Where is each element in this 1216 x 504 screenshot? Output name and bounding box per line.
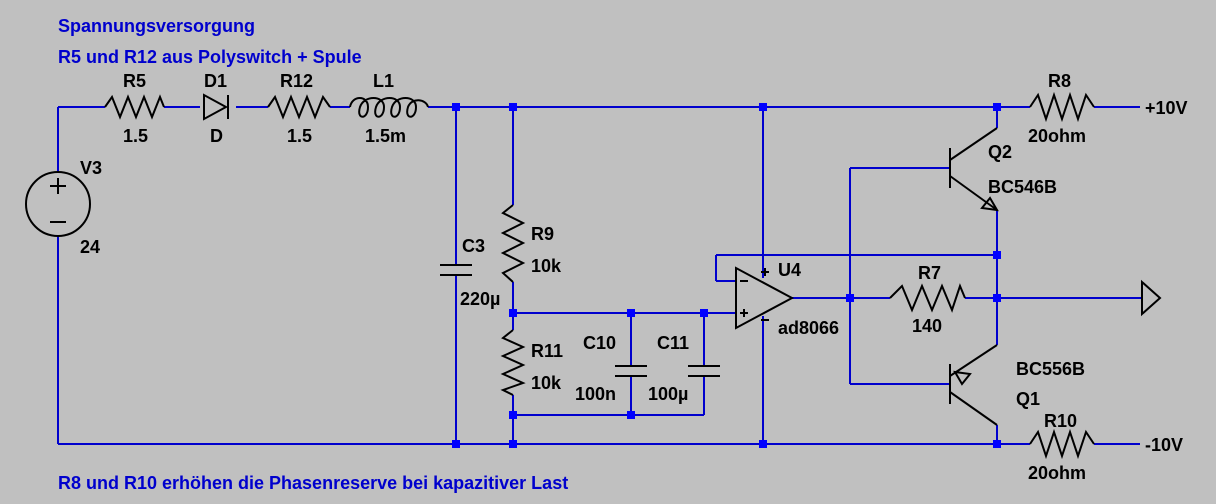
- junction: [509, 440, 517, 448]
- junction: [509, 103, 517, 111]
- d1-name: D1: [204, 71, 227, 91]
- r11-name: R11: [531, 341, 563, 361]
- u4-opamp-symbol[interactable]: [735, 266, 795, 330]
- title-note: Spannungsversorgung: [58, 16, 255, 36]
- junction: [452, 440, 460, 448]
- r8-name: R8: [1048, 71, 1071, 91]
- junction: [509, 309, 517, 317]
- r9-resistor-symbol[interactable]: [500, 204, 526, 283]
- v3-name: V3: [80, 158, 102, 178]
- r8-resistor-symbol[interactable]: [1029, 91, 1095, 123]
- r7-value: 140: [912, 316, 942, 336]
- q2-npn-transistor-symbol[interactable]: [949, 127, 999, 212]
- subtitle-note: R5 und R12 aus Polyswitch + Spule: [58, 47, 362, 67]
- q1-name: Q1: [1016, 389, 1040, 409]
- r5-value: 1.5: [123, 126, 148, 146]
- junction: [846, 294, 854, 302]
- net-label-neg: -10V: [1145, 435, 1183, 455]
- r9-name: R9: [531, 224, 554, 244]
- wires: [57, 106, 1142, 445]
- junction: [993, 440, 1001, 448]
- r12-value: 1.5: [287, 126, 312, 146]
- junction: [759, 440, 767, 448]
- junction: [627, 309, 635, 317]
- r7-resistor-symbol[interactable]: [889, 283, 966, 313]
- r11-value: 10k: [531, 373, 562, 393]
- junction: [700, 309, 708, 317]
- c3-capacitor-symbol[interactable]: [440, 264, 472, 276]
- l1-name: L1: [373, 71, 394, 91]
- output-port-icon[interactable]: [1141, 279, 1162, 317]
- junction: [452, 103, 460, 111]
- r5-resistor-symbol[interactable]: [104, 94, 165, 120]
- r10-resistor-symbol[interactable]: [1029, 428, 1095, 460]
- c11-value: 100µ: [648, 384, 688, 404]
- c10-value: 100n: [575, 384, 616, 404]
- junction: [993, 294, 1001, 302]
- r5-name: R5: [123, 71, 146, 91]
- c10-name: C10: [583, 333, 616, 353]
- footer-note: R8 und R10 erhöhen die Phasenreserve bei…: [58, 473, 568, 493]
- junctions: [452, 103, 1001, 448]
- junction: [509, 411, 517, 419]
- q1-pnp-transistor-symbol[interactable]: [949, 344, 998, 426]
- junction: [993, 251, 1001, 259]
- r11-resistor-symbol[interactable]: [500, 329, 526, 396]
- junction: [759, 103, 767, 111]
- c3-name: C3: [462, 236, 485, 256]
- r12-name: R12: [280, 71, 313, 91]
- r12-resistor-symbol[interactable]: [267, 94, 331, 120]
- r10-name: R10: [1044, 411, 1077, 431]
- junction: [993, 103, 1001, 111]
- net-label-pos: +10V: [1145, 98, 1188, 118]
- c11-name: C11: [657, 333, 689, 353]
- r7-name: R7: [918, 263, 941, 283]
- r10-value: 20ohm: [1028, 463, 1086, 483]
- q2-name: Q2: [988, 142, 1012, 162]
- junction: [627, 411, 635, 419]
- r9-value: 10k: [531, 256, 562, 276]
- u4-value: ad8066: [778, 318, 839, 338]
- c11-capacitor-symbol[interactable]: [688, 365, 720, 377]
- q2-value: BC546B: [988, 177, 1057, 197]
- r8-value: 20ohm: [1028, 126, 1086, 146]
- v3-source-symbol[interactable]: [25, 170, 91, 237]
- q1-value: BC556B: [1016, 359, 1085, 379]
- l1-value: 1.5m: [365, 126, 406, 146]
- c10-capacitor-symbol[interactable]: [615, 365, 647, 377]
- d1-value: D: [210, 126, 223, 146]
- d1-diode-symbol[interactable]: [203, 93, 229, 121]
- c3-value: 220µ: [460, 289, 500, 309]
- u4-name: U4: [778, 260, 801, 280]
- l1-inductor-symbol[interactable]: [349, 97, 429, 118]
- v3-value: 24: [80, 237, 100, 257]
